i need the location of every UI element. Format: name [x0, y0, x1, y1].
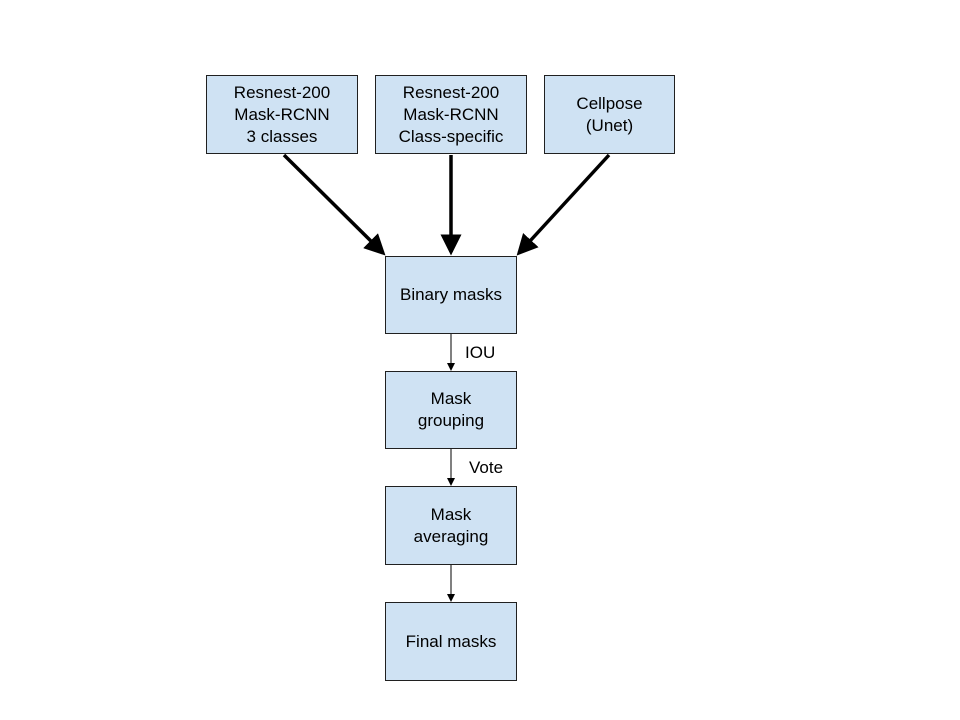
- arrow-model-c-to-binary-masks: [516, 153, 611, 256]
- node-label: Resnest-200 Mask-RCNN Class-specific: [398, 82, 504, 146]
- node-resnest-3-classes: Resnest-200 Mask-RCNN 3 classes: [206, 75, 358, 154]
- node-cellpose: Cellpose (Unet): [544, 75, 675, 154]
- node-label: Cellpose (Unet): [576, 93, 643, 135]
- node-binary-masks: Binary masks: [385, 256, 517, 334]
- edge-label-vote: Vote: [469, 458, 504, 477]
- node-label: Mask averaging: [413, 504, 489, 546]
- node-label: Mask grouping: [417, 389, 485, 430]
- arrow-model-a-to-binary-masks: [282, 153, 386, 256]
- node-mask-grouping: Mask grouping: [385, 371, 517, 449]
- node-resnest-class-specific: Resnest-200 Mask-RCNN Class-specific: [375, 75, 527, 154]
- node-label: Resnest-200 Mask-RCNN 3 classes: [233, 82, 331, 146]
- node-final-masks: Final masks: [385, 602, 517, 681]
- node-label: Final masks: [405, 631, 497, 651]
- node-mask-averaging: Mask averaging: [385, 486, 517, 565]
- edge-label-iou: IOU: [465, 343, 496, 362]
- node-label: Binary masks: [399, 285, 503, 304]
